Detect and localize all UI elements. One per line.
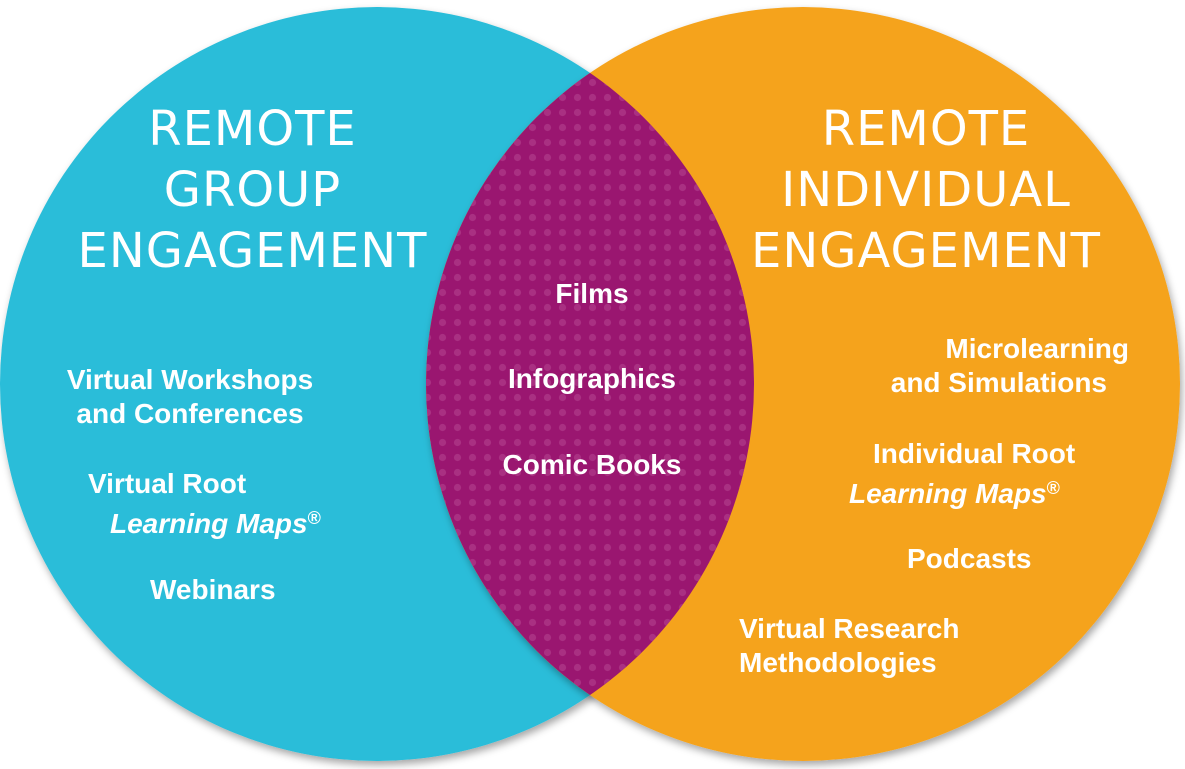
left-item-virtual-root-maps: Virtual Root Learning Maps® [88,467,321,541]
left-item-line: Virtual Workshops [66,364,314,395]
registered-mark: ® [307,508,321,528]
right-title-line-2: INDIVIDUAL [781,162,1071,218]
right-item-microlearning: Microlearning and Simulations [859,332,1129,400]
registered-mark: ® [1046,478,1060,498]
left-item-webinars: Webinars [150,573,276,607]
right-title-line-3: ENGAGEMENT [751,223,1101,279]
right-item-line: Methodologies [739,647,937,678]
left-title: REMOTE GROUP ENGAGEMENT [60,99,445,282]
left-item-line: Virtual Root [88,468,247,499]
right-item-line: and Simulations [890,367,1107,398]
left-item-line: Webinars [150,574,276,605]
left-item-line: and Conferences [76,398,304,429]
right-item-podcasts: Podcasts [907,542,1032,576]
right-item-line: Virtual Research [739,613,960,644]
overlap-item-comic-books: Comic Books [502,449,682,480]
overlap-region [426,7,754,761]
right-item-line: Microlearning [945,333,1129,364]
left-title-line-3: ENGAGEMENT [77,223,428,279]
overlap-item-films: Films [555,278,629,309]
left-title-line-2: GROUP [163,162,342,218]
left-item-virtual-workshops: Virtual Workshops and Conferences [40,363,340,431]
right-item-italic-line: Learning Maps [849,478,1047,509]
overlap-item-infographics: Infographics [507,363,676,394]
right-item-line: Individual Root [873,438,1076,469]
left-item-italic-line: Learning Maps [110,508,308,539]
right-title: REMOTE INDIVIDUAL ENGAGEMENT [730,99,1122,282]
right-item-line: Podcasts [907,543,1032,574]
right-item-individual-root-maps: Individual Root Learning Maps® [849,437,1075,511]
left-title-line-1: REMOTE [148,101,357,157]
right-title-line-1: REMOTE [821,101,1031,157]
right-item-virtual-research: Virtual Research Methodologies [739,612,960,680]
